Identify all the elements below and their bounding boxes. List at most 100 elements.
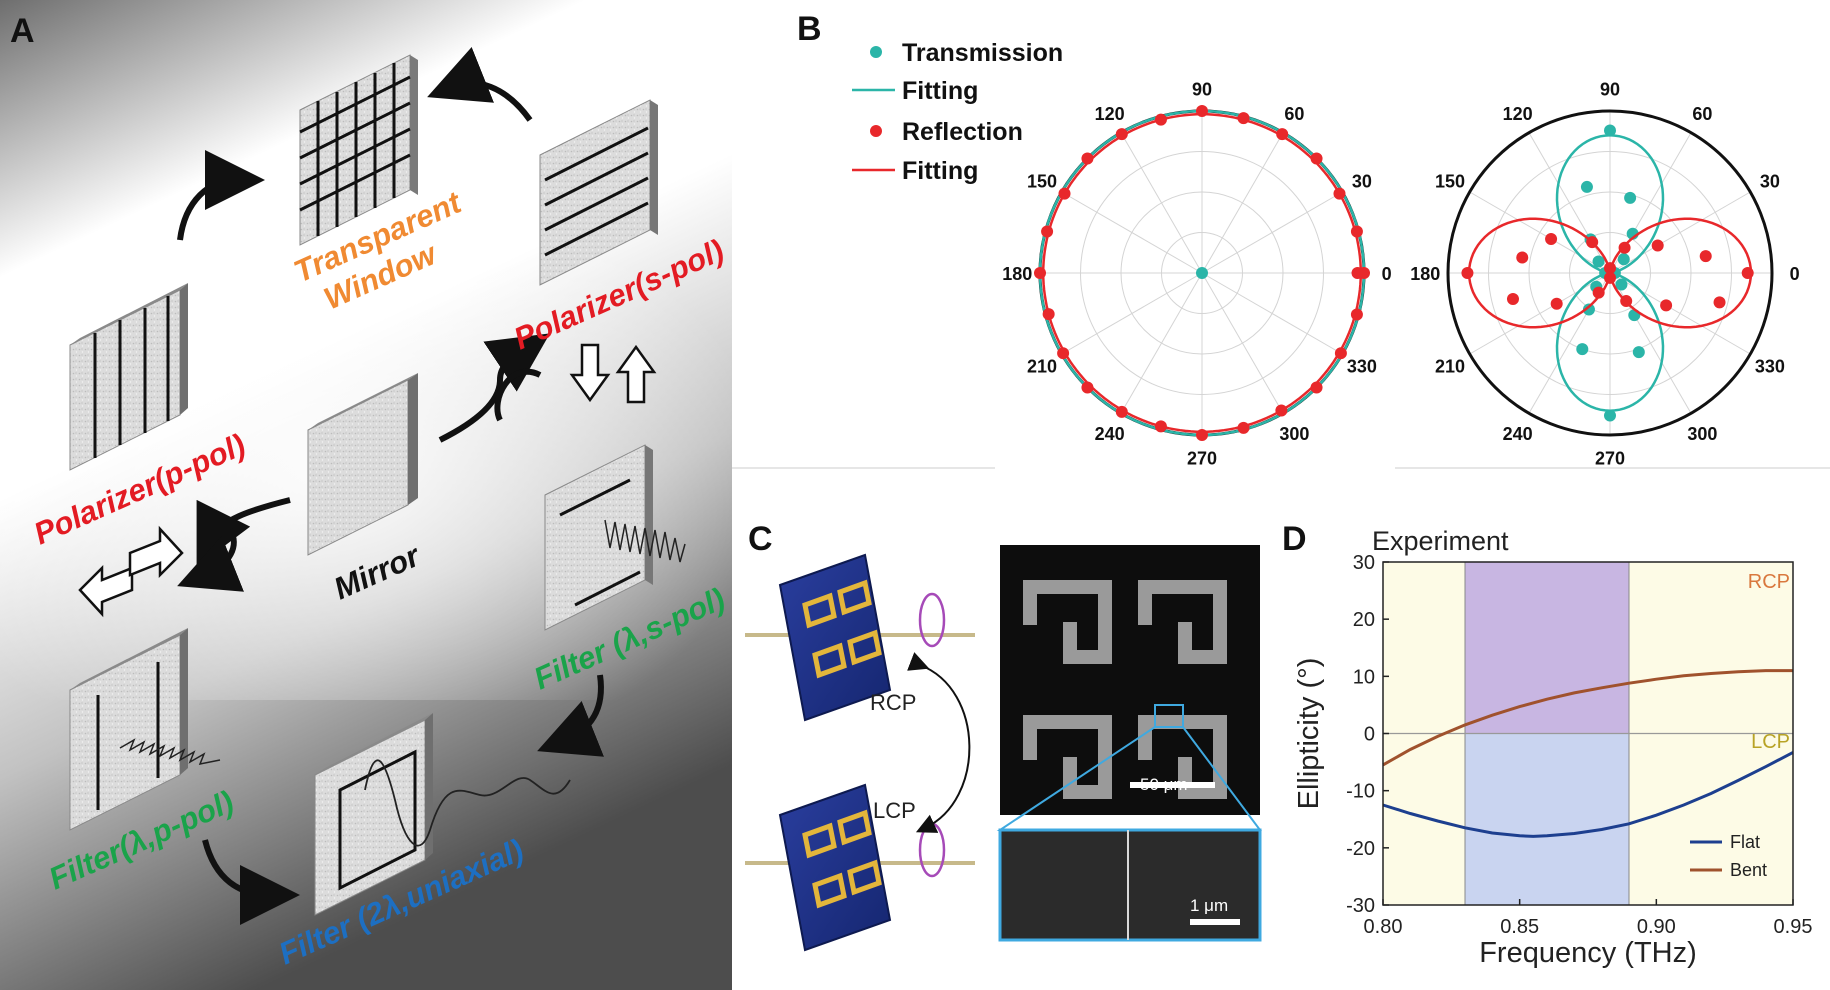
filter-s-plate bbox=[544, 444, 686, 631]
polar-grid-spoke bbox=[1201, 132, 1284, 274]
x-axis-label: Frequency (THz) bbox=[1479, 937, 1697, 969]
annotation-rcp: RCP bbox=[1748, 571, 1790, 593]
filter-uniaxial-plate bbox=[314, 713, 571, 916]
polar-grid-spoke bbox=[1201, 191, 1343, 274]
data-point bbox=[1624, 191, 1637, 204]
polar-grid-spoke bbox=[1469, 272, 1611, 355]
sample-card-rcp bbox=[745, 553, 975, 722]
polar-grid-spoke bbox=[1609, 191, 1751, 274]
series-line-flat bbox=[1382, 751, 1794, 838]
polar-grid-spoke bbox=[1201, 272, 1343, 355]
label-lcp: LCP bbox=[873, 798, 916, 823]
polar-tick-label: 90 bbox=[1600, 79, 1620, 99]
polar-tick-label: 330 bbox=[1755, 356, 1785, 376]
panel-c-letter: C bbox=[748, 520, 773, 558]
data-point bbox=[1461, 267, 1474, 279]
y-axis-label: Ellipticity (°) bbox=[1293, 658, 1325, 810]
polarizer-s-plate bbox=[539, 99, 658, 286]
polar-grid-spoke bbox=[1469, 191, 1611, 274]
fit-curve bbox=[1467, 217, 1753, 329]
polar-tick-label: 240 bbox=[1503, 424, 1533, 444]
polar-grid-spoke bbox=[1061, 191, 1203, 274]
polar-tick-label: 210 bbox=[1027, 356, 1057, 376]
data-point bbox=[1699, 250, 1712, 263]
legend-transmission-marker bbox=[870, 46, 882, 58]
scale-1: 1 μm bbox=[1190, 896, 1228, 915]
panel-a-letter: A bbox=[10, 12, 35, 50]
polarizer-p-plate bbox=[69, 283, 188, 471]
polar-tick-label: 0 bbox=[1790, 264, 1800, 284]
polar-tick-label: 330 bbox=[1347, 356, 1377, 376]
polar-tick-label: 180 bbox=[1002, 264, 1032, 284]
data-point bbox=[1545, 232, 1558, 245]
y-tick-label: 0 bbox=[1364, 724, 1375, 746]
polar-tick-label: 270 bbox=[1187, 449, 1217, 469]
data-point bbox=[1592, 286, 1605, 299]
polar-tick-label: 120 bbox=[1095, 104, 1125, 124]
legend-fitting-2: Fitting bbox=[902, 157, 978, 185]
x-tick-label: 0.90 bbox=[1637, 916, 1676, 938]
data-point bbox=[1713, 296, 1726, 309]
polar-tick-label: 270 bbox=[1595, 449, 1625, 469]
polar-tick-label: 60 bbox=[1692, 104, 1712, 124]
polar-tick-label: 180 bbox=[1410, 264, 1440, 284]
polar-tick-label: 60 bbox=[1284, 104, 1304, 124]
x-tick-label: 0.85 bbox=[1500, 916, 1539, 938]
panel-b-letter: B bbox=[797, 10, 822, 48]
label-rcp: RCP bbox=[870, 690, 916, 715]
wave-icon bbox=[119, 738, 221, 766]
scale-50: 50 μm bbox=[1140, 775, 1188, 794]
panel-c: C RCP LCP bbox=[745, 520, 1262, 952]
fit-curve bbox=[1041, 112, 1363, 434]
polar-tick-label: 210 bbox=[1435, 356, 1465, 376]
data-point bbox=[1617, 253, 1630, 266]
polar-outer-ring bbox=[1446, 109, 1774, 437]
arrows bbox=[177, 47, 605, 925]
data-point bbox=[1576, 343, 1589, 356]
sem-image: 50 μm bbox=[1000, 545, 1260, 815]
data-point bbox=[1604, 124, 1616, 137]
polar-tick-label: 240 bbox=[1095, 424, 1125, 444]
y-tick-label: 10 bbox=[1353, 666, 1375, 688]
series-line-bent bbox=[1382, 669, 1793, 767]
bidirectional-arrow-icon bbox=[569, 343, 657, 404]
polar-grid-spoke bbox=[1061, 272, 1203, 355]
data-point bbox=[1660, 299, 1673, 312]
legend-reflection-marker bbox=[870, 125, 882, 137]
y-tick-label: -20 bbox=[1346, 838, 1375, 860]
legend-reflection: Reflection bbox=[902, 118, 1023, 146]
polar-tick-label: 0 bbox=[1382, 264, 1392, 284]
annotation-lcp: LCP bbox=[1751, 731, 1790, 753]
y-tick-label: -10 bbox=[1346, 781, 1375, 803]
shaded-band-upper bbox=[1465, 562, 1629, 734]
polar-tick-label: 120 bbox=[1503, 104, 1533, 124]
data-point bbox=[1615, 278, 1628, 291]
rotation-arrow-icon bbox=[918, 822, 946, 878]
x-tick-label: 0.95 bbox=[1774, 916, 1813, 938]
y-tick-label: -30 bbox=[1346, 895, 1375, 917]
polar-tick-label: 300 bbox=[1279, 424, 1309, 444]
wave-icon bbox=[604, 519, 686, 563]
legend-fitting-1: Fitting bbox=[902, 77, 978, 105]
y-tick-label: 20 bbox=[1353, 609, 1375, 631]
wave-icon bbox=[364, 759, 571, 847]
bidirectional-arrow-icon bbox=[78, 525, 184, 618]
y-tick-label: 30 bbox=[1353, 552, 1375, 574]
data-point bbox=[1580, 180, 1593, 193]
data-point bbox=[1516, 251, 1529, 264]
data-point bbox=[1506, 292, 1519, 305]
panel-a: A bbox=[0, 0, 732, 990]
data-point bbox=[1592, 255, 1605, 268]
polar-grid-spoke bbox=[1609, 272, 1751, 355]
polar-grid-spoke bbox=[1120, 132, 1203, 274]
polar-tick-label: 90 bbox=[1192, 79, 1212, 99]
grid-lines-icon bbox=[299, 63, 411, 236]
data-point bbox=[1196, 267, 1208, 279]
sem-zoom-image: 1 μm bbox=[998, 828, 1262, 942]
data-point bbox=[1651, 239, 1664, 252]
polar-tick-label: 300 bbox=[1687, 424, 1717, 444]
